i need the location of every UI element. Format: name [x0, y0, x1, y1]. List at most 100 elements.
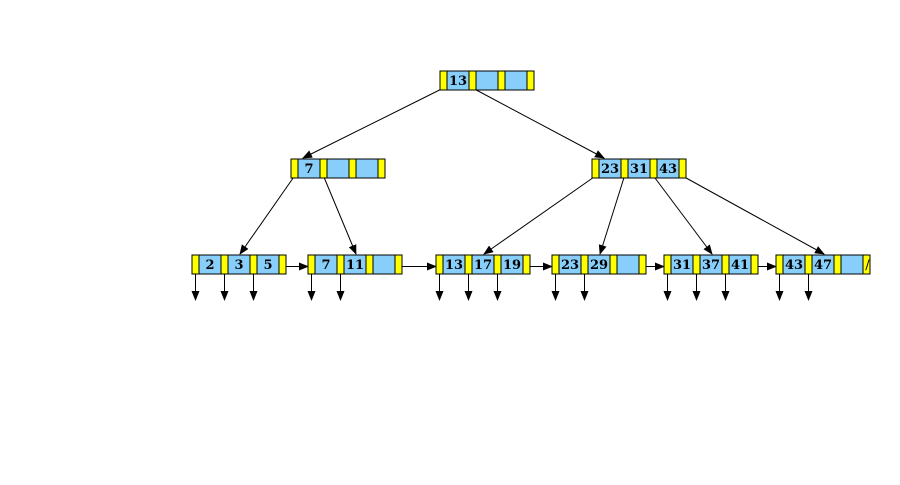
leaf-node-5-pointer-cell-4 [750, 254, 759, 275]
internal-node-1: 7 [290, 158, 386, 179]
leaf-node-4-pointer-cell-2 [580, 254, 589, 275]
root-node-pointer-cell-4 [526, 70, 535, 91]
leaf-node-6-null-pointer-marker: / [865, 258, 870, 273]
internal-node-2-key-cell-1 [598, 158, 622, 179]
leaf-node-1-pointer-cell-3 [249, 254, 258, 275]
leaf-node-1-key-2: 3 [234, 258, 243, 273]
leaf-node-5-pointer-cell-3 [721, 254, 730, 275]
leaf-node-1-key-1: 2 [205, 258, 214, 273]
internal-node-2-key-1: 23 [601, 162, 619, 177]
leaf-node-2-pointer-cell-4 [394, 254, 403, 275]
leaf-node-1-pointer-cell-2 [220, 254, 229, 275]
leaf-node-3-key-1: 13 [445, 258, 463, 273]
root-child-edge-1 [302, 87, 444, 159]
leaf-node-3-key-cell-2 [471, 254, 495, 275]
leaf-node-5-pointer-cell-1 [663, 254, 672, 275]
internal-node-2-pointer-cell-3 [649, 158, 658, 179]
leaf-node-3-key-cell-3 [500, 254, 524, 275]
leaf-node-1-pointer-cell-1 [191, 254, 200, 275]
leaf-node-3-pointer-cell-4 [522, 254, 531, 275]
root-node-key-cell-3 [504, 70, 528, 91]
leaf-node-5: 31 37 41 [663, 254, 759, 275]
internal-2-child-edge-3 [653, 175, 713, 255]
leaf-node-2-pointer-cell-1 [307, 254, 316, 275]
root-node-pointer-cell-2 [468, 70, 477, 91]
leaf-node-3-pointer-cell-2 [464, 254, 473, 275]
leaf-node-2-key-1: 7 [321, 258, 330, 273]
internal-node-1-key-cell-3 [355, 158, 379, 179]
internal-node-1-pointer-cell-3 [348, 158, 357, 179]
leaf-node-2-key-cell-3 [372, 254, 396, 275]
internal-node-1-pointer-cell-2 [319, 158, 328, 179]
root-node-key-cell-2 [475, 70, 499, 91]
leaf-node-5-key-cell-1 [670, 254, 694, 275]
leaf-node-6-pointer-cell-3 [833, 254, 842, 275]
leaf-node-6-key-cell-1 [782, 254, 806, 275]
internal-node-1-key-1: 7 [304, 162, 313, 177]
internal-node-2-key-cell-3 [656, 158, 680, 179]
internal-node-2: 23 31 43 [591, 158, 687, 179]
leaf-node-5-key-1: 31 [673, 258, 691, 273]
leaf-node-1-key-cell-3 [256, 254, 280, 275]
leaf-node-3-key-cell-1 [442, 254, 466, 275]
internal-node-1-key-cell-1 [297, 158, 321, 179]
leaf-node-4-key-cell-3 [616, 254, 640, 275]
leaf-node-2-pointer-cell-2 [336, 254, 345, 275]
leaf-node-4-pointer-cell-3 [609, 254, 618, 275]
leaf-node-6-key-2: 47 [814, 258, 832, 273]
root-node: 13 [439, 70, 535, 91]
leaf-node-2-key-cell-2 [343, 254, 367, 275]
leaf-node-3-key-2: 17 [474, 258, 492, 273]
leaf-node-3-pointer-cell-3 [493, 254, 502, 275]
leaf-node-4: 23 29 [551, 254, 647, 275]
leaf-node-2-pointer-cell-3 [365, 254, 374, 275]
leaf-node-4-pointer-cell-4 [638, 254, 647, 275]
internal-node-1-pointer-cell-4 [377, 158, 386, 179]
internal-node-1-key-cell-2 [326, 158, 350, 179]
leaf-node-1-key-cell-1 [198, 254, 222, 275]
leaf-node-6-key-cell-2 [811, 254, 835, 275]
internal-node-2-key-3: 43 [659, 162, 677, 177]
leaf-node-2-key-2: 11 [346, 258, 364, 273]
leaf-node-4-pointer-cell-1 [551, 254, 560, 275]
root-node-pointer-cell-1 [439, 70, 448, 91]
internal-node-2-pointer-cell-2 [620, 158, 629, 179]
leaf-node-3-key-3: 19 [503, 258, 521, 273]
internal-node-2-key-cell-2 [627, 158, 651, 179]
leaf-node-1-pointer-cell-4 [278, 254, 287, 275]
leaf-node-3: 13 17 19 [435, 254, 531, 275]
leaf-node-5-key-cell-2 [699, 254, 723, 275]
root-node-pointer-cell-3 [497, 70, 506, 91]
leaf-node-2: 7 11 [307, 254, 403, 275]
internal-2-child-edge-4 [682, 175, 825, 255]
leaf-node-4-key-cell-1 [558, 254, 582, 275]
leaf-node-5-pointer-cell-2 [692, 254, 701, 275]
root-node-key-cell-1 [446, 70, 470, 91]
internal-1-child-edge-1 [239, 175, 295, 255]
leaf-node-1-key-cell-2 [227, 254, 251, 275]
internal-node-2-pointer-cell-1 [591, 158, 600, 179]
root-node-key-1: 13 [449, 74, 467, 89]
leaf-node-6-key-1: 43 [785, 258, 803, 273]
leaf-node-6: 43 47 / [775, 254, 871, 275]
leaf-node-2-key-cell-1 [314, 254, 338, 275]
leaf-node-5-key-2: 37 [702, 258, 720, 273]
internal-node-2-key-2: 31 [630, 162, 648, 177]
leaf-node-4-key-1: 23 [561, 258, 579, 273]
leaf-node-4-key-2: 29 [590, 258, 608, 273]
leaf-node-3-pointer-cell-1 [435, 254, 444, 275]
root-child-edge-2 [472, 87, 605, 159]
internal-node-1-pointer-cell-1 [290, 158, 299, 179]
leaf-node-1-key-3: 5 [263, 258, 272, 273]
leaf-node-1: 2 3 5 [191, 254, 287, 275]
leaf-node-6-key-cell-3 [840, 254, 864, 275]
internal-2-child-edge-1 [483, 175, 596, 255]
leaf-node-5-key-cell-3 [728, 254, 752, 275]
internal-node-2-pointer-cell-4 [678, 158, 687, 179]
leaf-node-5-key-3: 41 [731, 258, 749, 273]
leaf-node-4-key-cell-2 [587, 254, 611, 275]
leaf-node-6-pointer-cell-2 [804, 254, 813, 275]
